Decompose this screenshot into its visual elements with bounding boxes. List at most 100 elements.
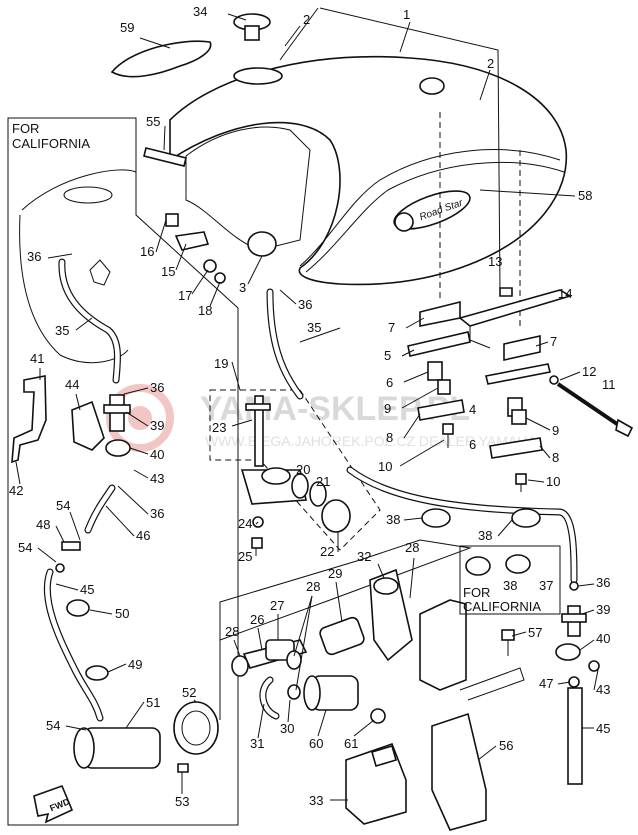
callout-c9b: 9 [552, 423, 559, 438]
fuel-pump-filter-assembly [219, 539, 525, 831]
callout-c57: 57 [528, 625, 542, 640]
callout-c38c: 38 [503, 578, 517, 593]
callout-c48: 48 [36, 517, 50, 532]
callout-c59: 59 [120, 20, 134, 35]
callout-c28a: 28 [405, 540, 419, 555]
callout-c45a: 45 [596, 721, 610, 736]
callout-c31: 31 [250, 736, 264, 751]
callout-c47: 47 [539, 676, 553, 691]
callout-c28b: 28 [306, 579, 320, 594]
callout-c61: 61 [344, 736, 358, 751]
callout-c24: 24 [238, 516, 252, 531]
callout-c6b: 6 [469, 437, 476, 452]
callout-c54b: 54 [18, 540, 32, 555]
callout-c28c: 28 [225, 624, 239, 639]
callout-c49: 49 [128, 657, 142, 672]
callout-c10a: 10 [378, 459, 392, 474]
california-right-line2: CALIFORNIA [463, 599, 541, 614]
callout-c20: 20 [296, 462, 310, 477]
callout-c58: 58 [578, 188, 592, 203]
callout-c39b: 39 [150, 418, 164, 433]
callout-c14: 14 [558, 286, 572, 301]
california-panel-left: FOR CALIFORNIA [7, 117, 239, 826]
callout-c39a: 39 [596, 602, 610, 617]
callout-c55: 55 [146, 114, 160, 129]
callout-c36e: 36 [150, 506, 164, 521]
callout-c50: 50 [115, 606, 129, 621]
callout-c60: 60 [309, 736, 323, 751]
fuel-tank: Road Star [110, 13, 568, 286]
callout-c4: 4 [469, 402, 476, 417]
callout-c8a: 8 [386, 430, 393, 445]
tank-leader-lines [139, 7, 576, 330]
callout-c10b: 10 [546, 474, 560, 489]
callout-c40a: 40 [596, 631, 610, 646]
callout-c5: 5 [384, 348, 391, 363]
callout-c8b: 8 [552, 450, 559, 465]
callout-c52: 52 [182, 685, 196, 700]
callout-c16: 16 [140, 244, 154, 259]
callout-c7a: 7 [388, 320, 395, 335]
callout-c36c: 36 [27, 249, 41, 264]
callout-c29: 29 [328, 566, 342, 581]
callout-c25: 25 [238, 549, 252, 564]
callout-c43a: 43 [596, 682, 610, 697]
right-canister-parts [555, 581, 600, 785]
callout-c21: 21 [316, 474, 330, 489]
callout-c32: 32 [357, 549, 371, 564]
california-left-line1: FOR [12, 121, 39, 136]
callout-c46: 46 [136, 528, 150, 543]
callout-c36d: 36 [150, 380, 164, 395]
callout-c36a: 36 [298, 297, 312, 312]
callout-c23: 23 [212, 420, 226, 435]
callout-c43b: 43 [150, 471, 164, 486]
callout-c7b: 7 [550, 334, 557, 349]
callout-c30: 30 [280, 721, 294, 736]
callout-c45b: 45 [80, 582, 94, 597]
callout-c11: 11 [602, 377, 616, 392]
callout-numbers: 1 2 2 34 59 55 58 16 15 17 18 3 36 35 13… [9, 4, 616, 809]
callout-c15: 15 [161, 264, 175, 279]
california-left-line2: CALIFORNIA [12, 136, 90, 151]
callout-c33: 33 [309, 793, 323, 808]
fuel-hose-main [266, 288, 578, 584]
california-right-line1: FOR [463, 585, 490, 600]
callout-c53: 53 [175, 794, 189, 809]
callout-c19: 19 [214, 356, 228, 371]
california-panel-left-title: FOR CALIFORNIA [12, 121, 90, 151]
callout-c54a: 54 [56, 498, 70, 513]
watermark-subtitle: WWW.BIEGA.JAHOREK.POL.CZ DEALER YAMAHA [205, 433, 537, 449]
callout-c42: 42 [9, 483, 23, 498]
callout-c34: 34 [193, 4, 207, 19]
callout-leader-lines [15, 219, 599, 801]
fwd-arrow-icon: FWD [33, 784, 74, 824]
callout-c13: 13 [488, 254, 502, 269]
callout-c2a: 2 [303, 12, 310, 27]
callout-c9a: 9 [384, 401, 391, 416]
callout-c17: 17 [178, 288, 192, 303]
callout-c3: 3 [239, 280, 246, 295]
callout-c41: 41 [30, 351, 44, 366]
callout-c44: 44 [65, 377, 79, 392]
callout-c54c: 54 [46, 718, 60, 733]
callout-c18: 18 [198, 303, 212, 318]
callout-c38a: 38 [386, 512, 400, 527]
callout-c37: 37 [539, 578, 553, 593]
callout-c35a: 35 [307, 320, 321, 335]
callout-c36b: 36 [596, 575, 610, 590]
callout-c12: 12 [582, 364, 596, 379]
callout-c6a: 6 [386, 375, 393, 390]
callout-c27: 27 [270, 598, 284, 613]
callout-c51: 51 [146, 695, 160, 710]
callout-c26: 26 [250, 612, 264, 627]
callout-c22: 22 [320, 544, 334, 559]
callout-c40b: 40 [150, 447, 164, 462]
callout-c38b: 38 [478, 528, 492, 543]
tank-mount-hardware [407, 287, 634, 492]
callout-c2b: 2 [487, 56, 494, 71]
callout-c1: 1 [403, 7, 410, 22]
callout-c56: 56 [499, 738, 513, 753]
california-panel-right-title: FOR CALIFORNIA [463, 585, 541, 614]
california-panel-right: FOR CALIFORNIA [459, 545, 561, 615]
